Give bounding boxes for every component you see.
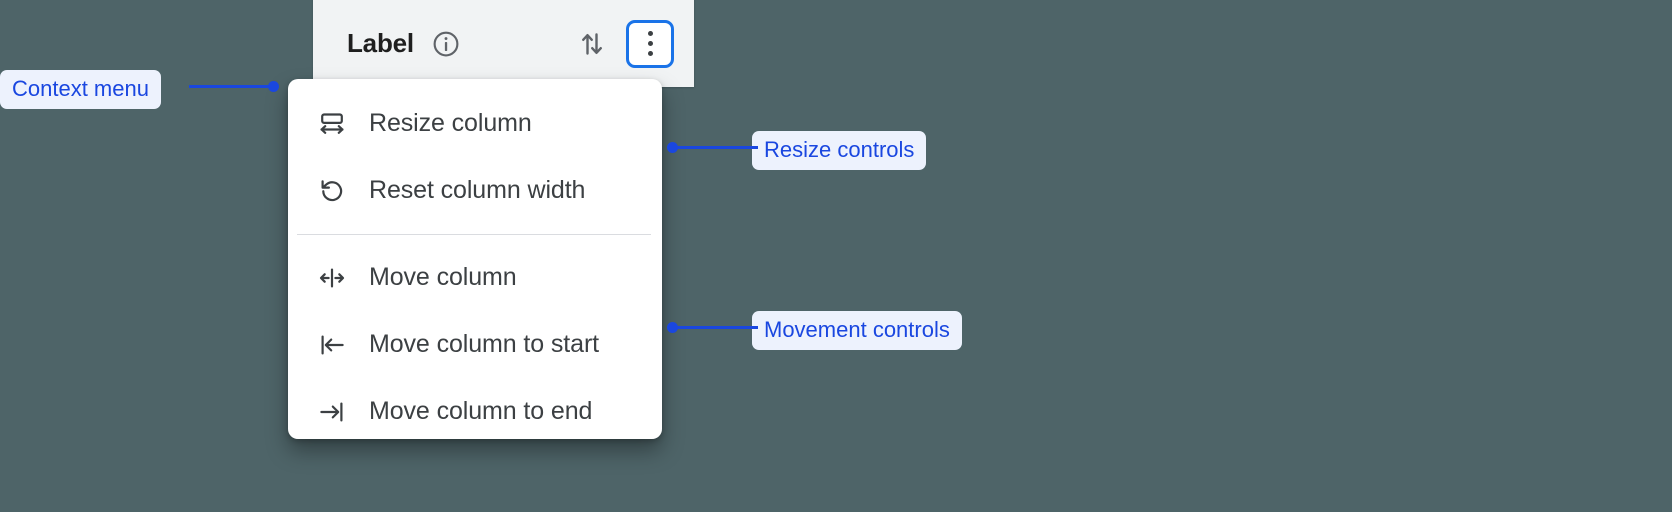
menu-item-reset-column-width[interactable]: Reset column width bbox=[288, 157, 662, 224]
sort-up-down-icon[interactable] bbox=[575, 27, 609, 61]
column-header-panel: Label bbox=[313, 0, 694, 87]
overflow-menu-button[interactable] bbox=[626, 19, 674, 68]
annotation-dot-context-menu bbox=[268, 81, 279, 92]
annotation-leader-line-context-menu bbox=[189, 85, 275, 88]
annotation-dot-resize-controls bbox=[667, 142, 678, 153]
menu-item-move-column[interactable]: Move column bbox=[288, 244, 662, 311]
menu-item-resize-column[interactable]: Resize column bbox=[288, 90, 662, 157]
annotation-leader-line-resize-controls bbox=[672, 146, 758, 149]
menu-item-label: Reset column width bbox=[369, 176, 586, 204]
annotation-leader-line-movement-controls bbox=[672, 326, 758, 329]
annotation-dot-movement-controls bbox=[667, 322, 678, 333]
context-menu: Resize column Reset column width bbox=[288, 79, 662, 439]
reset-undo-icon bbox=[317, 176, 349, 206]
move-to-end-icon bbox=[317, 397, 349, 427]
move-column-icon bbox=[317, 263, 349, 293]
column-header-inner: Label bbox=[313, 0, 694, 87]
menu-item-move-column-to-end[interactable]: Move column to end bbox=[288, 378, 662, 439]
kebab-more-vert-icon bbox=[647, 31, 653, 56]
menu-item-label: Move column bbox=[369, 263, 517, 291]
menu-item-move-column-to-start[interactable]: Move column to start bbox=[288, 311, 662, 378]
annotation-context-menu: Context menu bbox=[0, 70, 161, 109]
annotation-resize-controls: Resize controls bbox=[752, 131, 927, 170]
menu-item-label: Move column to start bbox=[369, 330, 600, 358]
menu-item-label: Move column to end bbox=[369, 397, 593, 425]
annotation-movement-controls: Movement controls bbox=[752, 311, 962, 350]
menu-divider bbox=[297, 234, 651, 235]
menu-item-label: Resize column bbox=[369, 109, 532, 137]
page-title: Label bbox=[347, 28, 414, 58]
info-circle-icon[interactable] bbox=[431, 29, 461, 59]
resize-column-icon bbox=[317, 109, 349, 139]
move-to-start-icon bbox=[317, 330, 349, 360]
